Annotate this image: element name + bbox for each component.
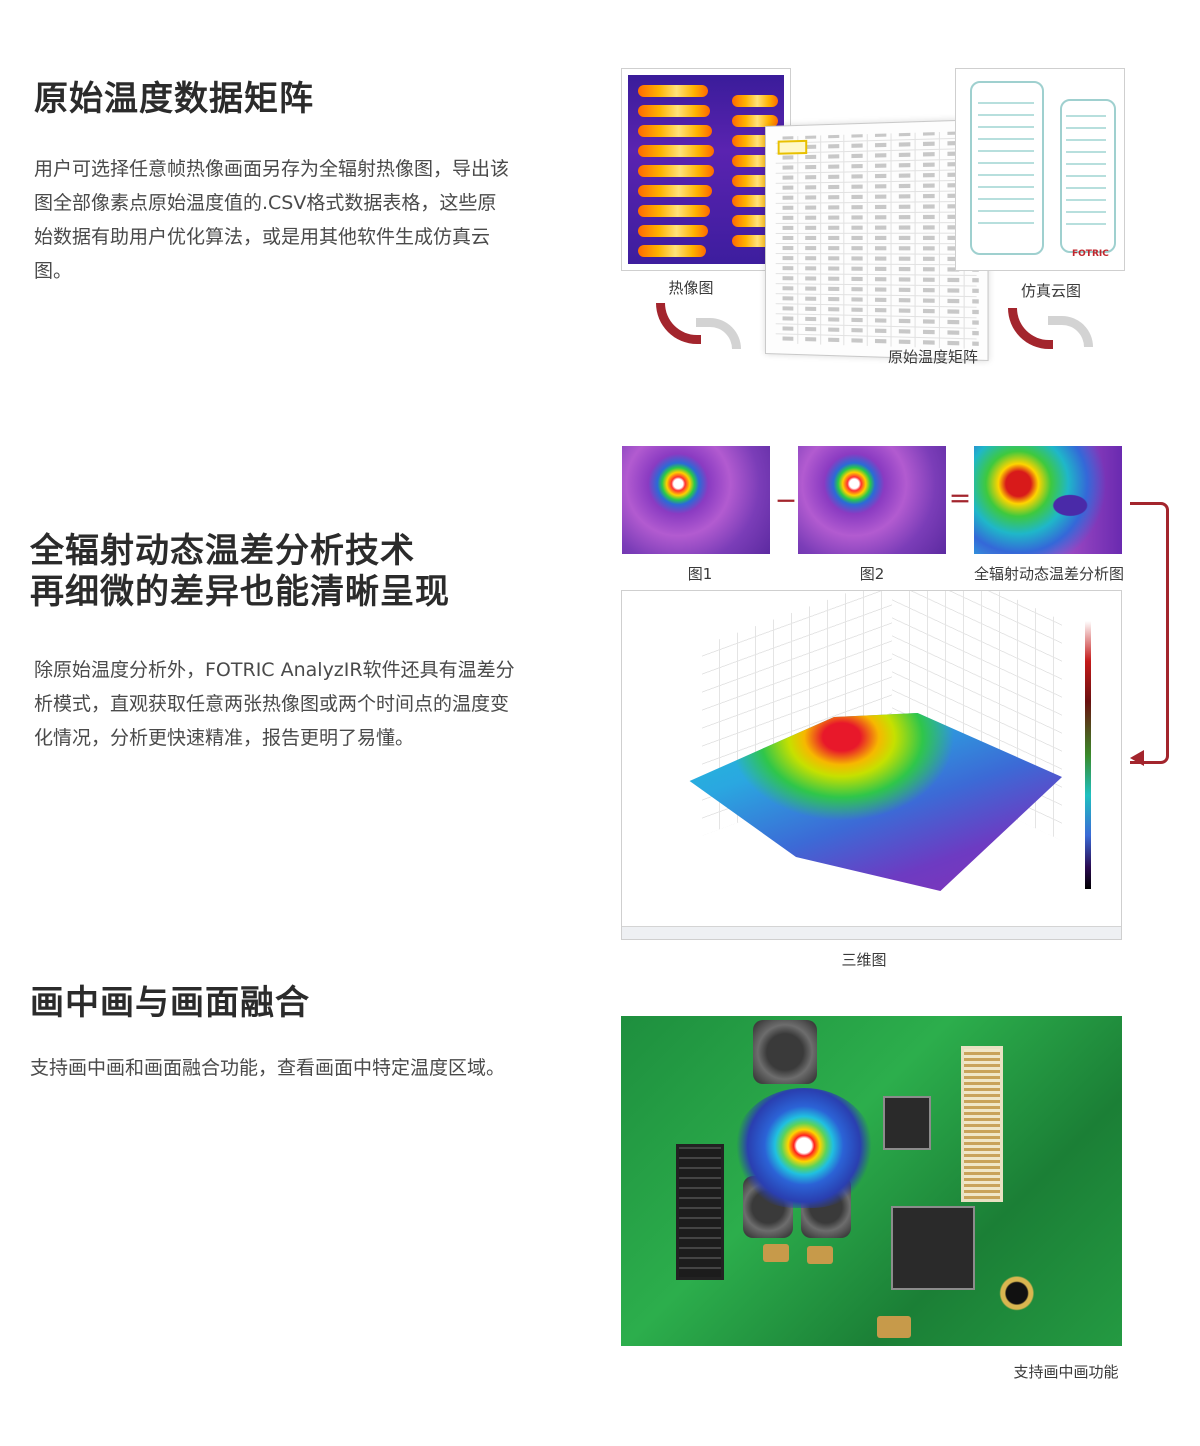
diff-caption: 全辐射动态温差分析图 [973, 565, 1124, 583]
section3-body: 支持画中画和画面融合功能，查看画面中特定温度区域。 [30, 1057, 506, 1079]
pcb-picture-in-picture-image [621, 1016, 1122, 1346]
cloud-caption: 仿真云图 [1020, 282, 1081, 300]
section2-title-line1: 全辐射动态温差分析技术 [30, 531, 415, 571]
section1-title: 原始温度数据矩阵 [34, 79, 314, 119]
arrow-head-icon [1130, 750, 1144, 766]
matrix-caption: 原始温度矩阵 [887, 348, 978, 366]
chart3d-caption: 三维图 [841, 951, 887, 969]
thermal-diff-image [974, 446, 1122, 554]
minus-sign: － [775, 490, 798, 515]
section2-body: 除原始温度分析外，FOTRIC AnalyzIR软件还具有温差分析模式，直观获取… [34, 659, 515, 749]
img1-caption: 图1 [687, 565, 713, 583]
section2-title-line2: 再细微的差异也能清晰呈现 [30, 572, 450, 612]
cloud-image-frame: FOTRIC [955, 68, 1125, 271]
header-pins [676, 1144, 724, 1280]
fotric-logo: FOTRIC [1072, 249, 1109, 259]
connector [961, 1046, 1003, 1202]
section1-body: 用户可选择任意帧热像画面另存为全辐射热像图，导出该图全部像素点原始温度值的.CS… [34, 158, 510, 282]
pcb-caption: 支持画中画功能 [1013, 1363, 1119, 1381]
thermal-caption: 热像图 [668, 279, 714, 297]
flow-bracket-arrow [1130, 502, 1169, 764]
thermal-image-2 [798, 446, 946, 554]
chart3d-frame [621, 590, 1122, 940]
thermal-overlay-hotspot [734, 1088, 874, 1208]
section3-title: 画中画与画面融合 [30, 983, 310, 1023]
color-scale-bar [1085, 621, 1091, 889]
arrow-grey-swoosh [696, 318, 741, 349]
equals-sign: ＝ [949, 488, 972, 513]
img2-caption: 图2 [859, 565, 885, 583]
thermal-heater-image [628, 75, 784, 264]
thermal-image-1 [622, 446, 770, 554]
arrow-red-swoosh [656, 303, 701, 344]
thermal-image-frame [621, 68, 791, 271]
chart3d-toolbar [622, 926, 1121, 939]
arrow-red-swoosh-2 [1008, 308, 1053, 349]
arrow-grey-swoosh-2 [1048, 316, 1093, 347]
